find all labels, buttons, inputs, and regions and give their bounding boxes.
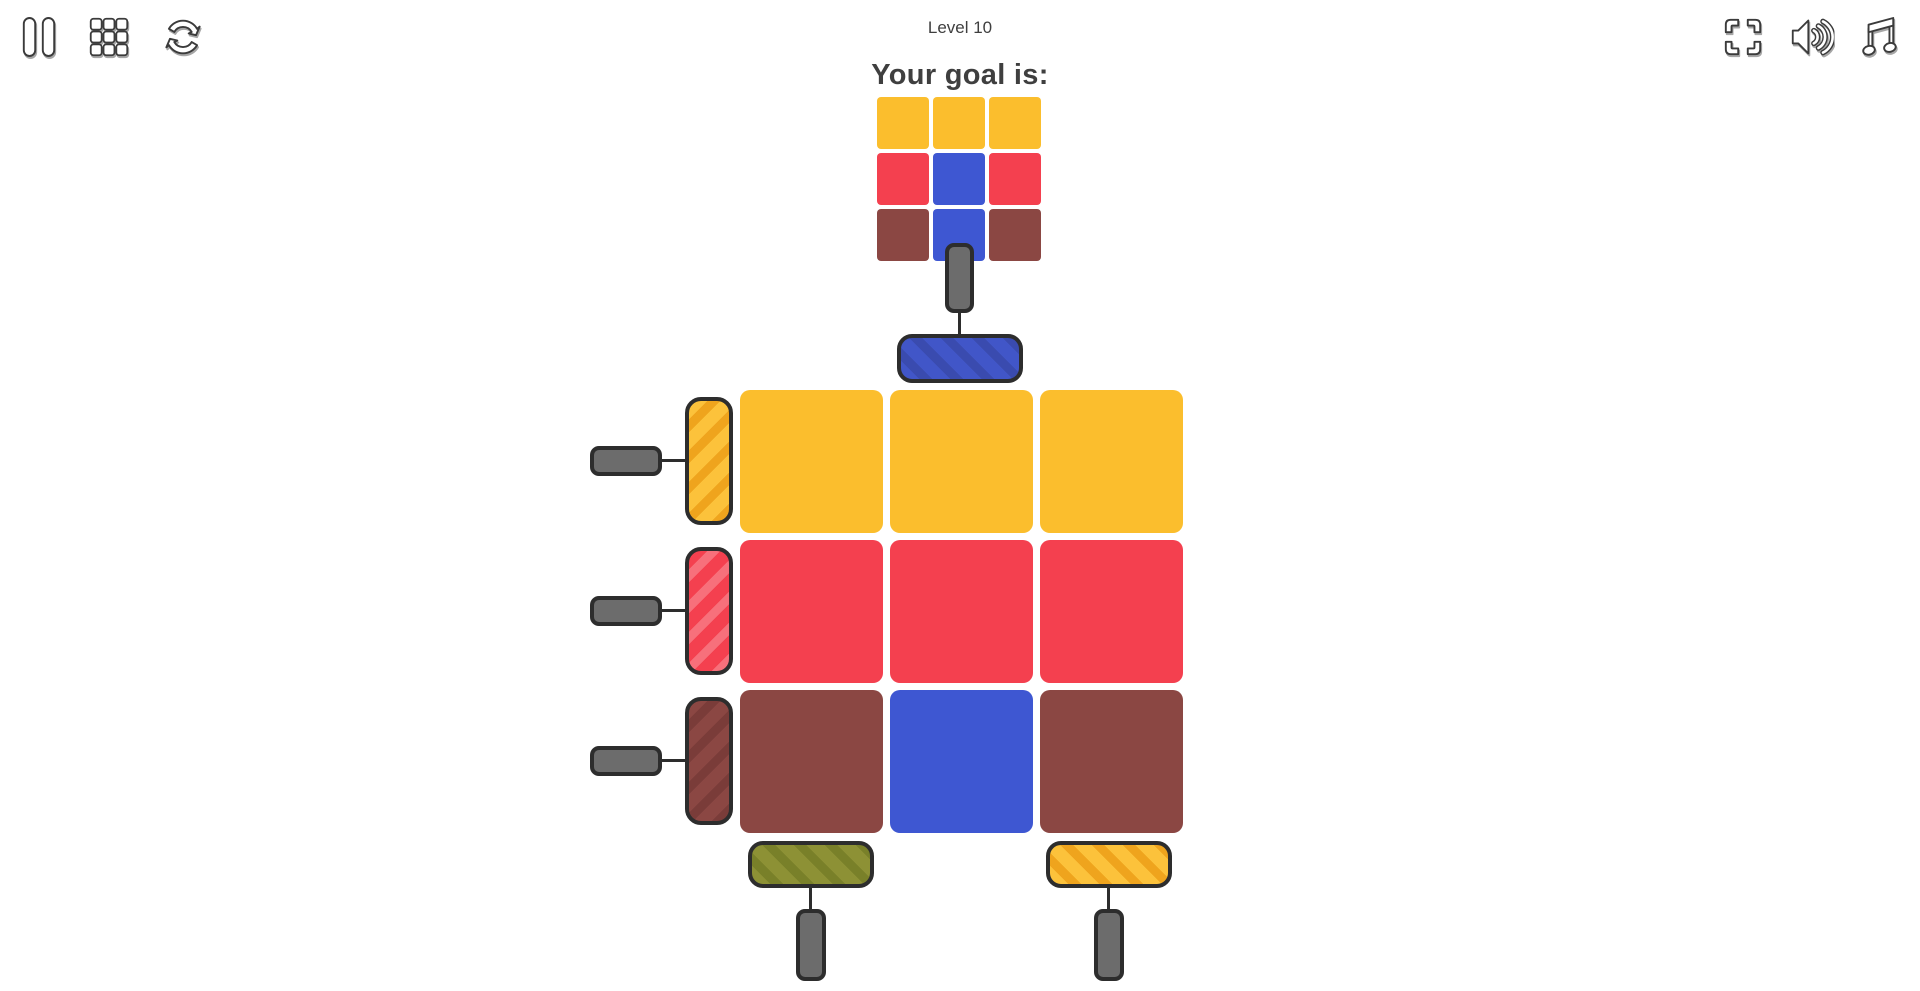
bottom-connector-line-left [809,884,812,912]
sound-button[interactable] [1790,16,1836,58]
left-injector-2-red[interactable] [685,547,733,675]
left-connector-line-1 [658,459,688,462]
fullscreen-button[interactable] [1722,16,1764,58]
board-cell-r2c3-red [1040,540,1183,683]
goal-cell-r2c3-red [989,153,1041,205]
top-injector-handle[interactable] [945,243,974,313]
restart-button[interactable] [160,14,206,60]
level-title: Level 10 [927,18,993,37]
grid-icon [89,17,129,57]
fullscreen-icon [1724,18,1762,56]
goal-heading: Your goal is: [871,59,1049,91]
left-injector-3-brown[interactable] [685,697,733,825]
bottom-injector-olive-handle[interactable] [796,909,826,981]
topbar-right [1722,14,1898,60]
left-injector-1-handle[interactable] [590,446,662,476]
board-cell-r2c2-red [890,540,1033,683]
topbar-left [20,14,206,60]
goal-cell-r2c1-red [877,153,929,205]
goal-cell-r1c1-yellow [877,97,929,149]
level-select-button[interactable] [88,16,130,58]
board-cell-r3c1-brown [740,690,883,833]
left-injector-3-handle[interactable] [590,746,662,776]
top-connector-line [958,308,961,338]
top-injector-blue[interactable] [897,334,1023,383]
goal-grid [877,97,1041,261]
goal-cell-r3c1-brown [877,209,929,261]
board-cell-r3c3-brown [1040,690,1183,833]
board-cell-r1c3-yellow [1040,390,1183,533]
goal-cell-r1c2-yellow [933,97,985,149]
board-cell-r1c2-yellow [890,390,1033,533]
bottom-injector-yellow[interactable] [1046,841,1172,888]
left-connector-line-2 [658,609,688,612]
bottom-injector-yellow-handle[interactable] [1094,909,1124,981]
board-grid [740,390,1183,833]
pause-icon [22,17,56,57]
music-button[interactable] [1860,14,1898,60]
restart-icon [165,19,201,55]
music-note-icon [1862,17,1897,56]
board-cell-r2c1-red [740,540,883,683]
goal-cell-r2c2-blue [933,153,985,205]
goal-cell-r1c3-yellow [989,97,1041,149]
goal-cell-r3c3-brown [989,209,1041,261]
pause-button[interactable] [20,14,58,60]
bottom-connector-line-right [1107,884,1110,912]
bottom-injector-olive[interactable] [748,841,874,888]
left-injector-1-yellow[interactable] [685,397,733,525]
speaker-icon [1791,18,1836,56]
left-connector-line-3 [658,759,688,762]
board-cell-r3c2-blue [890,690,1033,833]
left-injector-2-handle[interactable] [590,596,662,626]
board-cell-r1c1-yellow [740,390,883,533]
